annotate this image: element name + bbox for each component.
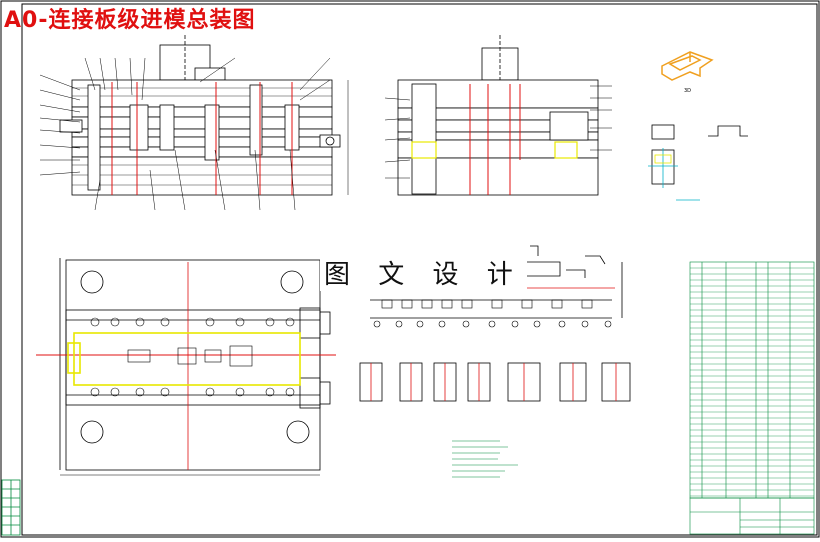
part-3d-view xyxy=(661,51,714,81)
side-section-view xyxy=(384,35,612,196)
left-margin-strip xyxy=(1,479,21,536)
punch-details xyxy=(359,362,631,402)
drawing-title: A0-连接板级进模总装图 xyxy=(4,8,256,33)
technical-notes xyxy=(452,440,518,478)
parts-list-rows xyxy=(690,267,814,497)
front-section-view xyxy=(39,35,349,211)
plan-view xyxy=(36,258,336,476)
part-3d-label: 3D xyxy=(684,88,691,94)
watermark-text: 图 文 设 计 xyxy=(320,254,527,291)
title-block xyxy=(689,497,815,535)
part-detail-views xyxy=(648,124,748,201)
parts-list-table xyxy=(689,261,815,499)
